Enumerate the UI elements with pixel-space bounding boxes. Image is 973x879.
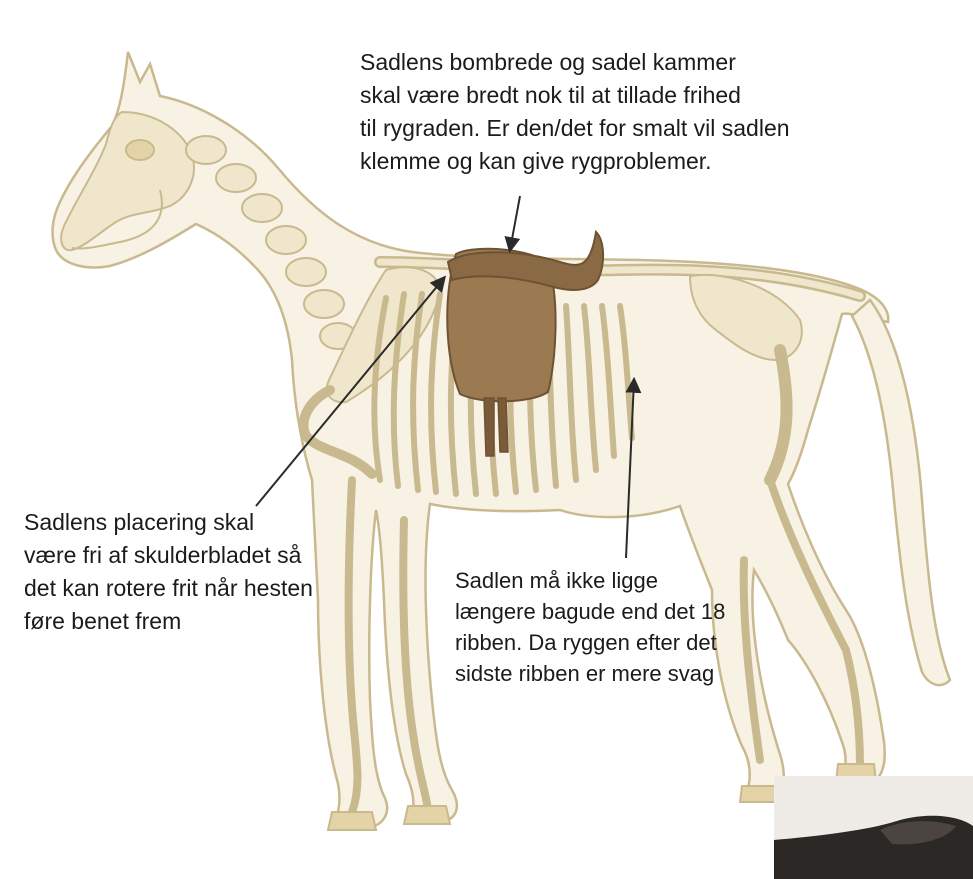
horse-tail [852,300,950,685]
caption-saddle-placement: Sadlens placering skal være fri af skuld… [24,506,313,638]
arrow-saddle-tree [510,196,520,250]
caption-rib-limit: Sadlen må ikke ligge længere bagude end … [455,565,725,689]
eye-socket [126,140,154,160]
caption-saddle-tree: Sadlens bombrede og sadel kammer skal væ… [360,46,790,178]
corner-saddle-photo [774,776,973,879]
